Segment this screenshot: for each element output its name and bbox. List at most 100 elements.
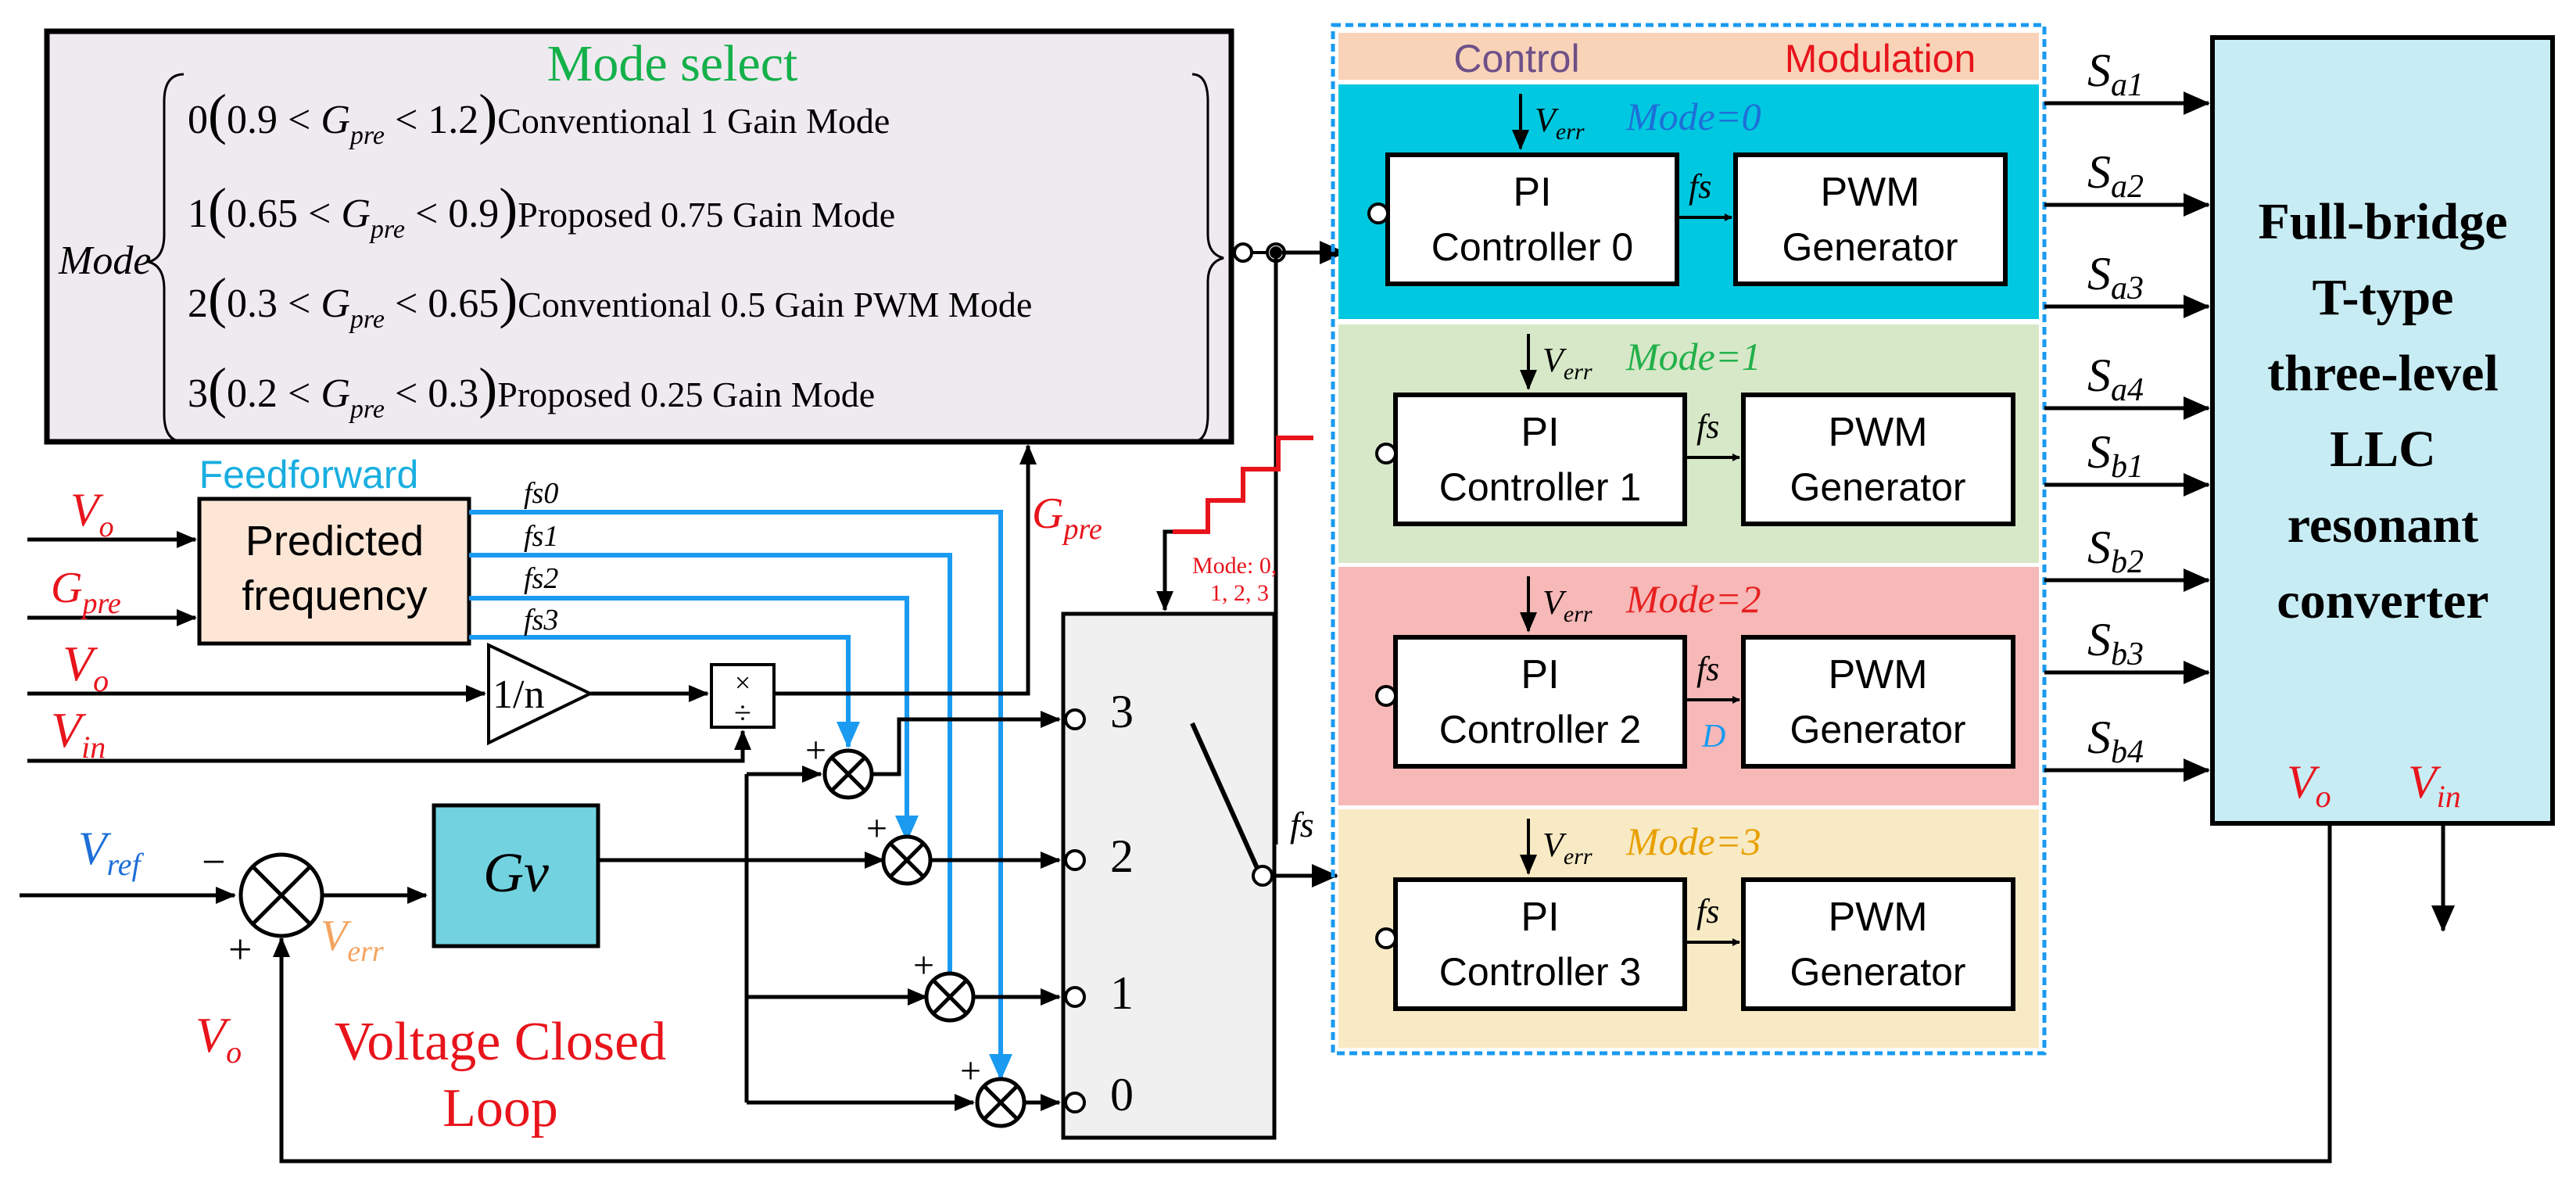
pi-controller-2 bbox=[1393, 635, 1687, 769]
gate-signal-1: Sa2 bbox=[2087, 146, 2144, 205]
pi-controller-1 bbox=[1393, 393, 1687, 526]
converter-line-1: T-type bbox=[2313, 269, 2454, 326]
fs-label-0: fs bbox=[1689, 167, 1711, 206]
gpre-label: Gpre bbox=[1032, 489, 1102, 546]
fs0-label: fs0 bbox=[524, 477, 558, 510]
verr-label-2: Verr bbox=[1542, 583, 1593, 627]
pi-name-1: Controller 1 bbox=[1439, 465, 1641, 509]
vo-feedback-label: Vo bbox=[195, 1007, 242, 1070]
pwm-label-3: PWM bbox=[1828, 895, 1927, 940]
fs-label-3: fs bbox=[1696, 892, 1719, 930]
converter-block bbox=[2210, 35, 2555, 826]
voltage-loop-line1: Voltage Closed bbox=[335, 1012, 667, 1072]
gate-signal-5: Sb2 bbox=[2087, 522, 2144, 580]
gate-signal-4: Sb1 bbox=[2087, 426, 2144, 485]
mode-staircase bbox=[1173, 436, 1313, 534]
gate-signal-7: Sb4 bbox=[2087, 712, 2144, 770]
sum-node-3 bbox=[822, 748, 874, 800]
duty-label: D bbox=[1701, 719, 1725, 755]
verr-label-3: Verr bbox=[1542, 826, 1593, 870]
pi-label-1: PI bbox=[1521, 410, 1559, 455]
verr-label-0: Verr bbox=[1535, 101, 1585, 145]
converter-vo: Vo bbox=[2287, 756, 2331, 814]
mode-row-0: 0(0.9 < Gpre < 1.2)Conventional 1 Gain M… bbox=[188, 83, 890, 150]
gate-signal-3: Sa4 bbox=[2087, 350, 2144, 408]
pwm-name-3: Generator bbox=[1790, 950, 1965, 994]
pwm-label-1: PWM bbox=[1828, 410, 1927, 455]
mode-row-2: 2(0.3 < Gpre < 0.65)Conventional 0.5 Gai… bbox=[188, 267, 1032, 334]
divider-mult: × bbox=[735, 667, 751, 698]
gv-block bbox=[432, 803, 600, 948]
pwm-generator-2 bbox=[1741, 635, 2015, 769]
gate-signal-0: Sa1 bbox=[2087, 45, 2144, 103]
sum-node-2 bbox=[881, 834, 933, 886]
vref-label: Vref bbox=[78, 823, 144, 882]
voltage-loop-line2: Loop bbox=[442, 1078, 558, 1138]
sum-node-1 bbox=[924, 971, 976, 1023]
mode-panel-1: Verr Mode=1PI Controller 1 fs PWM Generator bbox=[1338, 324, 2039, 563]
mode-panel-0: Verr Mode=0PI Controller 0 fs PWM Generator bbox=[1338, 84, 2039, 319]
fs-label-2: fs bbox=[1696, 650, 1719, 688]
gv-label: Gv bbox=[483, 841, 549, 904]
predicted-frequency-line1: Predicted bbox=[245, 518, 424, 565]
pi-name-0: Controller 0 bbox=[1431, 225, 1633, 269]
ff-input-vo: Vo bbox=[70, 484, 114, 543]
switch-port-0: 0 bbox=[1110, 1069, 1134, 1120]
verr-label: Verr bbox=[321, 912, 384, 968]
mode-label-1: Mode=1 bbox=[1625, 335, 1761, 378]
converter-line-3: LLC bbox=[2330, 421, 2436, 478]
vin-input-label: Vin bbox=[51, 702, 106, 765]
vo-input-label: Vo bbox=[63, 636, 109, 698]
mode-label: Mode bbox=[58, 238, 151, 283]
pwm-generator-1 bbox=[1741, 393, 2015, 526]
pi-label-2: PI bbox=[1521, 652, 1559, 697]
pwm-name-1: Generator bbox=[1790, 465, 1965, 509]
pi-label-0: PI bbox=[1513, 170, 1551, 215]
gpre-line bbox=[774, 444, 1037, 696]
converter-line-5: converter bbox=[2277, 572, 2488, 629]
mode-label-2: Mode=2 bbox=[1625, 577, 1761, 621]
pi-name-3: Controller 3 bbox=[1439, 950, 1641, 994]
mode-signal-label-2: 1, 2, 3 bbox=[1210, 580, 1269, 606]
ff-input-gpre: Gpre bbox=[51, 564, 121, 620]
verr-label-1: Verr bbox=[1542, 341, 1593, 385]
sum-node-0 bbox=[975, 1077, 1026, 1128]
pwm-generator-0 bbox=[1733, 152, 2008, 286]
divider-block bbox=[710, 663, 776, 729]
mode-switch-block bbox=[1061, 611, 1277, 1140]
pwm-name-0: Generator bbox=[1782, 225, 1958, 269]
converter-vin: Vin bbox=[2408, 756, 2461, 814]
mode-signal-label-1: Mode: 0, bbox=[1192, 553, 1277, 579]
fs3-label: fs3 bbox=[524, 604, 558, 636]
pi-controller-3 bbox=[1393, 877, 1687, 1011]
control-label: Control bbox=[1453, 37, 1579, 81]
pwm-generator-3 bbox=[1741, 877, 2015, 1011]
switch-blade bbox=[1190, 722, 1259, 870]
divider-div: ÷ bbox=[734, 695, 751, 730]
converter-line-4: resonant bbox=[2288, 497, 2478, 554]
pi-controller-0 bbox=[1385, 152, 1679, 286]
pi-label-3: PI bbox=[1521, 895, 1559, 940]
sum-plus-3: + bbox=[805, 730, 826, 771]
mode-brace bbox=[148, 73, 185, 443]
mode-select-block: Mode select Mode 0(0.9 < Gpre < 1.2)Conv… bbox=[44, 28, 1234, 445]
pwm-label-0: PWM bbox=[1820, 170, 1919, 215]
fs2-label: fs2 bbox=[524, 562, 558, 595]
switch-port-2: 2 bbox=[1110, 830, 1134, 882]
fs-label-1: fs bbox=[1696, 407, 1719, 446]
predicted-frequency-line2: frequency bbox=[242, 572, 427, 619]
plus-sign: + bbox=[228, 926, 252, 973]
pwm-label-2: PWM bbox=[1828, 652, 1927, 697]
switch-port-3: 3 bbox=[1110, 686, 1134, 737]
mode-label-0: Mode=0 bbox=[1625, 95, 1761, 138]
pi-name-2: Controller 2 bbox=[1439, 708, 1641, 751]
minus-sign: − bbox=[202, 838, 225, 885]
switch-ports bbox=[1064, 708, 1274, 1113]
predicted-frequency-block bbox=[197, 497, 471, 646]
fs1-label: fs1 bbox=[524, 520, 558, 553]
error-summing-junction bbox=[238, 852, 324, 938]
sum-plus-2: + bbox=[866, 808, 887, 849]
fs-feedforward-lines bbox=[469, 510, 1012, 1081]
one-over-n-label: 1/n bbox=[493, 672, 544, 717]
